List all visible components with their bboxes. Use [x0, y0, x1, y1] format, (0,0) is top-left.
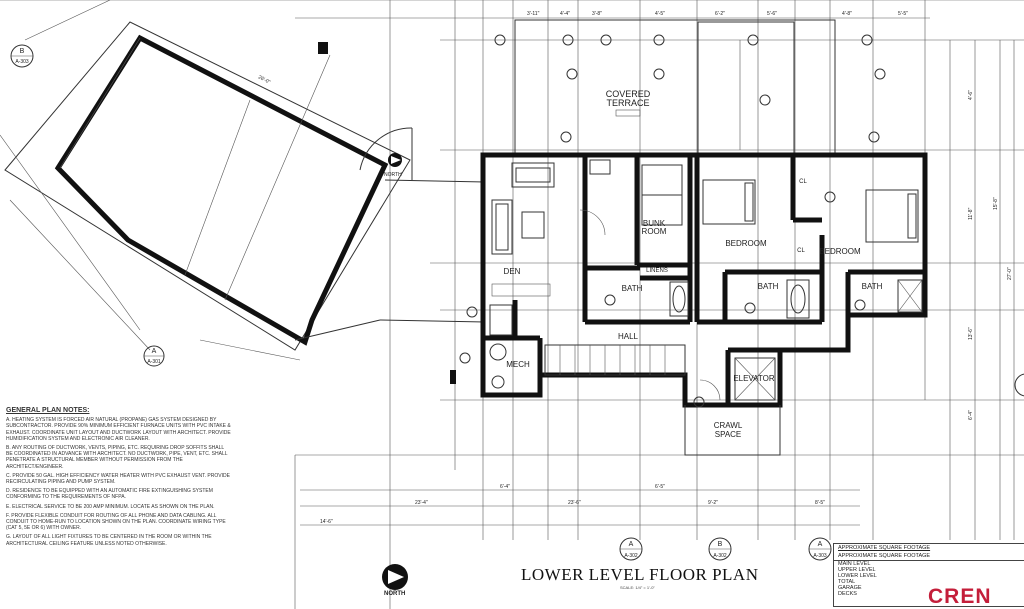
- dim-right-5: 6'-4": [968, 410, 974, 420]
- plan-title: LOWER LEVEL FLOOR PLAN: [521, 565, 759, 584]
- square-footage-table: APPROXIMATE SQUARE FOOTAGE APPROXIMATE S…: [833, 543, 1024, 607]
- room-label-elevator: ELEVATOR: [733, 374, 775, 383]
- grid-bubbles: [459, 34, 886, 408]
- dim-top-7: 4'-8": [842, 11, 852, 17]
- footage-row-decks: DECKS: [838, 591, 857, 597]
- footage-title-2: APPROXIMATE SQUARE FOOTAGE: [834, 552, 1024, 561]
- north-label-small: NORTH: [384, 172, 402, 178]
- room-label-crawl-space-2: SPACE: [715, 430, 742, 439]
- general-plan-notes: GENERAL PLAN NOTES: A. Heating system is…: [6, 407, 232, 550]
- note-g: G. Layout of all light fixtures to be ce…: [6, 534, 212, 547]
- dim-bottom-1: 6'-4": [500, 484, 510, 490]
- svg-text:B: B: [718, 541, 723, 548]
- dim-top-5: 6'-2": [715, 11, 725, 17]
- room-label-den: DEN: [504, 267, 521, 276]
- svg-text:A-302: A-302: [713, 553, 727, 559]
- rotated-dimension: 26'-0": [257, 74, 271, 85]
- dim-top-3: 3'-8": [592, 11, 602, 17]
- svg-text:A-301: A-301: [147, 359, 161, 365]
- dim-bottom-2: 23'-6": [568, 500, 581, 506]
- footage-row-lower: LOWER LEVEL: [838, 573, 877, 579]
- dim-top-4: 4'-5": [655, 11, 665, 17]
- room-label-bedroom-2: BEDROOM: [819, 247, 861, 256]
- section-marker-b-a303: B A-303: [10, 44, 34, 68]
- dim-bottom-3: 6'-5": [655, 484, 665, 490]
- dimension-grid: [295, 0, 1024, 609]
- footage-row-main: MAIN LEVEL: [838, 561, 871, 567]
- dim-bottom-5: 23'-4": [415, 500, 428, 506]
- section-marker-a-a301: A A-301: [143, 345, 165, 367]
- footage-title: APPROXIMATE SQUARE FOOTAGE: [838, 545, 931, 551]
- dim-top-6: 5'-6": [767, 11, 777, 17]
- room-label-mech: MECH: [506, 360, 530, 369]
- room-labels: BUNK ROOM BEDROOM BEDROOM DEN BATH BATH …: [504, 179, 883, 439]
- section-marker-b-a302: B A-302: [708, 537, 732, 561]
- svg-text:A-303: A-303: [813, 553, 827, 559]
- rotated-wing: [0, 0, 486, 384]
- dim-bottom-4: 9'-2": [708, 500, 718, 506]
- note-e: E. Electrical service to be 200 amp mini…: [6, 503, 215, 510]
- notes-title: GENERAL PLAN NOTES:: [6, 407, 90, 414]
- svg-text:B: B: [20, 48, 25, 55]
- footage-row-total: TOTAL: [838, 579, 856, 585]
- north-label: NORTH: [384, 591, 406, 597]
- section-marker-edge: [1014, 373, 1024, 397]
- svg-text:A: A: [629, 541, 634, 548]
- plan-scale: SCALE: 1/4" = 1'-0": [620, 585, 655, 590]
- note-c: C. Provide 50 gal. high efficiency water…: [6, 472, 230, 486]
- dim-right-4: 13'-6": [968, 327, 974, 340]
- svg-text:A-302: A-302: [624, 553, 638, 559]
- room-label-bath-2: BATH: [758, 282, 779, 291]
- room-label-covered-terrace-2: TERRACE: [606, 98, 649, 108]
- dim-right-1: 4'-6": [968, 90, 974, 100]
- room-label-closet: CL: [799, 179, 807, 185]
- house-walls: [480, 152, 928, 408]
- dim-right-3: 15'-8": [993, 197, 999, 210]
- room-label-covered-terrace: COVERED: [606, 89, 651, 99]
- room-label-linens: LINENS: [646, 268, 668, 274]
- dim-bottom-6: 14'-6": [320, 519, 333, 525]
- room-label-hall: HALL: [618, 332, 639, 341]
- dim-top-1: 3'-11": [527, 11, 540, 17]
- note-a: A. Heating system is forced air natural …: [6, 417, 231, 442]
- room-label-bunk-room-2: ROOM: [642, 227, 667, 236]
- room-label-bedroom-1: BEDROOM: [725, 239, 767, 248]
- footage-row-garage: GARAGE: [838, 585, 862, 591]
- dim-bottom-7: 8'-5": [815, 500, 825, 506]
- note-f: F. Provide flexible conduit for routing …: [6, 512, 226, 532]
- footage-row-upper: UPPER LEVEL: [838, 567, 876, 573]
- dim-right-2: 11'-8": [968, 207, 974, 220]
- section-marker-a-a302: A A-302: [619, 537, 643, 561]
- section-marker-a-a303: A A-303: [808, 537, 832, 561]
- room-label-closet-2: CL: [797, 248, 805, 254]
- dim-right-6: 27'-0": [1007, 267, 1013, 280]
- north-arrow-icon: [382, 564, 408, 590]
- note-d: D. Residence to be equipped with an auto…: [6, 488, 213, 501]
- room-label-bath-3: BATH: [862, 282, 883, 291]
- note-b: B. Any routing of ductwork, vents, pipin…: [6, 445, 228, 470]
- svg-text:A-303: A-303: [15, 59, 29, 65]
- dim-top-8: 5'-5": [898, 11, 908, 17]
- svg-text:A: A: [152, 348, 157, 355]
- north-arrow-small-icon: [388, 153, 402, 167]
- fixtures: [489, 159, 923, 456]
- cren-logo: CREN: [928, 585, 992, 608]
- room-label-crawl-space: CRAWL: [714, 421, 743, 430]
- room-label-bunk-room: BUNK: [643, 219, 666, 228]
- svg-text:A: A: [818, 541, 823, 548]
- dim-top-2: 4'-4": [560, 11, 570, 17]
- room-label-bath-1: BATH: [622, 284, 643, 293]
- dimension-labels: 3'-11" 4'-4" 3'-8" 4'-5" 6'-2" 5'-6" 4'-…: [320, 11, 1013, 525]
